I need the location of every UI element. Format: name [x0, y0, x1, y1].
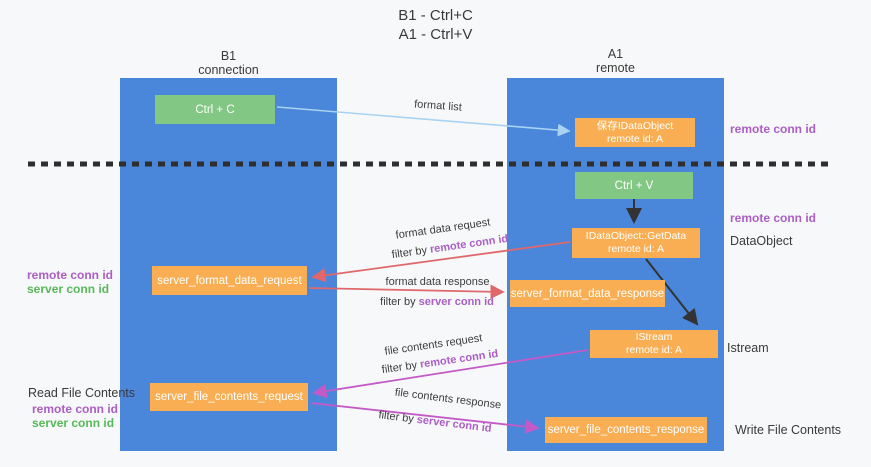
- server-format-data-request-label: server_format_data_request: [157, 274, 302, 287]
- left-server-conn-id-label-1: server conn id: [27, 282, 110, 296]
- server-conn-id-highlight: server conn id: [416, 413, 493, 435]
- left-remote-conn-id-label-1: remote conn id: [27, 268, 114, 282]
- ctrl-c-label: Ctrl + C: [195, 103, 235, 116]
- server-file-contents-response-label: server_file_contents_response: [547, 424, 705, 436]
- dataobject-label: DataObject: [730, 234, 793, 248]
- filter-by-server-conn-id-label-1: filter by server conn id: [372, 296, 502, 308]
- server-conn-id-highlight: server conn id: [418, 296, 494, 308]
- diagram-title: B1 - Ctrl+C A1 - Ctrl+V: [0, 6, 871, 44]
- getdata-line1: IDataObject::GetData: [585, 230, 687, 242]
- server-file-contents-response-box: server_file_contents_response: [545, 417, 707, 443]
- save-dataobject-box: 保存IDataObject remote id: A: [575, 118, 695, 147]
- header-a1-remote: A1 remote: [507, 47, 724, 75]
- left-server-conn-id-label-2: server conn id: [32, 416, 115, 430]
- read-file-contents-label: Read File Contents: [28, 386, 136, 400]
- server-file-contents-request-label: server_file_contents_request: [155, 391, 303, 403]
- title-line-2: A1 - Ctrl+V: [398, 26, 473, 43]
- header-b1-connection: B1 connection: [120, 49, 337, 77]
- istream-box: IStream remote id: A: [590, 330, 718, 358]
- format-list-label: format list: [413, 98, 463, 114]
- istream-line2: remote id: A: [625, 344, 683, 356]
- server-file-contents-request-box: server_file_contents_request: [150, 383, 308, 411]
- save-dataobject-line1: 保存IDataObject: [596, 119, 674, 132]
- header-b1-role: connection: [198, 63, 259, 77]
- left-remote-conn-id-label-2: remote conn id: [32, 402, 119, 416]
- getdata-box: IDataObject::GetData remote id: A: [572, 228, 700, 258]
- getdata-line2: remote id: A: [607, 243, 665, 255]
- istream-line1: IStream: [635, 331, 673, 343]
- filter-by-server-conn-id-label-2: filter by server conn id: [370, 408, 500, 436]
- ctrl-c-box: Ctrl + C: [155, 95, 275, 124]
- ctrl-v-label: Ctrl + V: [614, 179, 654, 192]
- right-remote-conn-id-label-2: remote conn id: [730, 211, 817, 225]
- header-a1-role: remote: [596, 61, 635, 75]
- istream-side-label: Istream: [727, 341, 769, 355]
- server-format-data-request-box: server_format_data_request: [152, 266, 307, 295]
- right-remote-conn-id-label-1: remote conn id: [730, 122, 817, 136]
- server-format-data-response-label: server_format_data_response: [510, 287, 665, 300]
- format-data-response-arrow: [308, 284, 505, 299]
- server-format-data-response-box: server_format_data_response: [510, 280, 665, 307]
- write-file-contents-label: Write File Contents: [735, 423, 842, 437]
- remote-conn-id-highlight: remote conn id: [429, 232, 509, 256]
- save-dataobject-line2: remote id: A: [606, 132, 664, 145]
- header-b1-name: B1: [220, 49, 237, 63]
- filter-prefix: filter by: [380, 296, 419, 308]
- title-line-1: B1 - Ctrl+C: [398, 7, 473, 24]
- file-contents-response-label: file contents response: [394, 386, 502, 412]
- filter-prefix: filter by: [391, 243, 431, 262]
- filter-prefix: filter by: [377, 409, 418, 426]
- header-a1-name: A1: [607, 47, 624, 61]
- filter-prefix: filter by: [381, 358, 421, 377]
- format-data-response-label: format data response: [385, 276, 490, 288]
- ctrl-v-box: Ctrl + V: [575, 172, 693, 199]
